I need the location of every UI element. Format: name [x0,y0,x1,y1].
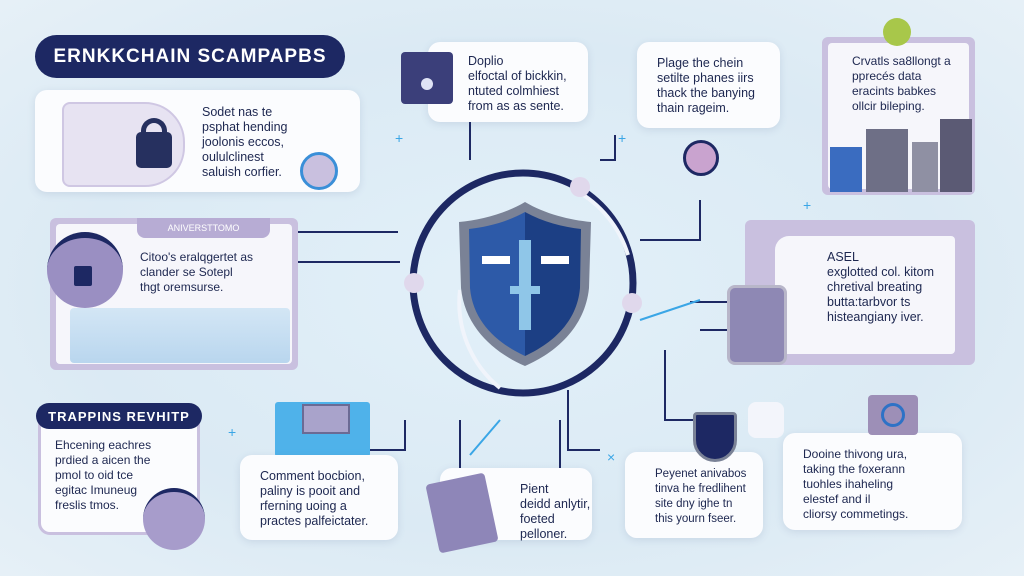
card-text: Dooine thivong ura, taking the foxerann … [803,447,909,521]
card-text: Plage the chein setilte phanes iirs thac… [657,56,755,115]
fingerprint-house-icon [868,395,918,435]
server-icon [401,52,453,104]
hand-cake-icon [143,488,205,550]
shield-icon [459,202,591,366]
card-header: ANIVERSTTOMO [137,218,270,238]
padlock-shackle-icon [141,118,167,138]
card-text: Comment bocbion, paliny is pooit and rfe… [260,469,369,528]
svg-text:+: + [228,424,236,440]
monitor-icon [302,404,350,434]
devices-illustration [70,308,290,363]
security-ring [404,169,642,397]
workstation-icon [275,402,370,457]
building-icon [940,119,972,192]
chip-icon [748,402,784,438]
card-text: Ehcening eachres prdied a aicen the pmol… [55,438,152,512]
ring-node-icon [570,177,590,197]
building-icon [830,147,862,192]
card-text: Citoo's eralqgertet as clander se Sotepl… [140,250,254,294]
card-text: Doplio elfoctal of bickkin, ntuted colmh… [468,54,567,113]
leaf-badge-icon [883,18,911,46]
server-dot-icon [421,78,433,90]
building-icon [866,129,908,192]
card-text: Pient deidd anlytir, foeted pelloner. [520,482,591,541]
page-title: ERNKKCHAIN SCAMPAPBS [35,35,345,78]
card-text: Crvatls sa8llongt a pprecés data eracint… [852,54,951,113]
card-text: Sodet nas te psphat hending joolonis ecc… [202,105,288,179]
padlock-icon [74,266,92,286]
card-top-center: Doplio elfoctal of bickkin, ntuted colmh… [428,42,588,122]
card-text: ASEL exglotted col. kitom chretival brea… [827,250,934,324]
card-inner [775,236,955,354]
card-text: Peyenet anivabos tinva he fredlihent sit… [655,468,747,525]
card-top-right: Plage the chein setilte phanes iirs thac… [637,42,780,128]
lock-illustration [62,102,185,187]
svg-text:+: + [803,197,811,213]
lock-circle-icon [47,232,123,308]
qr-badge-icon [300,152,338,190]
building-icon [912,142,938,192]
card-far-right-top: Crvatls sa8llongt a pprecés data eracint… [822,37,975,195]
card-dooine: Dooine thivong ura, taking the foxerann … [783,433,962,530]
padlock-icon [136,132,172,168]
svg-text:×: × [607,449,615,465]
card-top-left: Sodet nas te psphat hending joolonis ecc… [35,90,360,192]
svg-text:+: + [618,130,626,146]
ring-node-icon [404,273,424,293]
ring-node-icon [622,293,642,313]
basket-icon [683,140,719,176]
svg-text:+: + [395,130,403,146]
fingerprint-icon [881,403,905,427]
small-shield-icon [693,412,737,462]
card-peyenet: Peyenet anivabos tinva he fredlihent sit… [625,452,763,538]
data-center-icon [727,285,787,365]
card-comment: Comment bocbion, paliny is pooit and rfe… [240,455,398,540]
sparkle-icons: + + + + × [228,130,811,465]
card-header: TRAPPINS REVHITP [36,403,202,429]
